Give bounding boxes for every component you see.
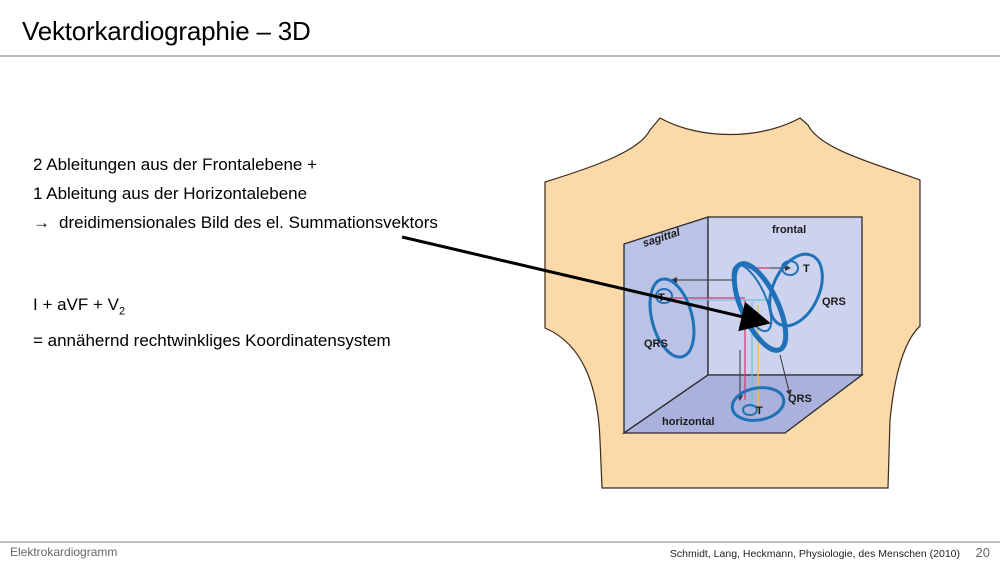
horizontal-plane: [621, 374, 864, 434]
label-frontal: frontal: [772, 224, 806, 236]
footer-divider: [0, 541, 1000, 543]
frontal-loop: [768, 252, 824, 328]
label-t-horizontal: T: [756, 405, 763, 417]
formula-line: I + aVF + V2: [33, 290, 391, 326]
label-qrs-frontal: QRS: [822, 296, 846, 308]
formula-result: = annähernd rechtwinkliges Koordinatensy…: [33, 331, 391, 351]
footer-topic: Elektrokardiogramm: [10, 545, 118, 559]
line-frontal-leads: 2 Ableitungen aus der Frontalebene +: [33, 155, 318, 174]
projection-lines: [671, 265, 792, 401]
formula-main: I + aVF + V: [33, 295, 119, 314]
page-number: 20: [975, 545, 990, 560]
formula-subscript: 2: [119, 305, 126, 318]
label-t-frontal: T: [803, 263, 810, 275]
label-qrs-sagittal: QRS: [644, 338, 668, 350]
horizontal-loop: [730, 386, 786, 422]
header-divider: [0, 55, 1000, 57]
label-horizontal: horizontal: [662, 416, 715, 428]
line-horizontal-lead: 1 Ableitung aus der Horizontalebene: [33, 184, 308, 203]
slide-title: Vektorkardiographie – 3D: [22, 16, 311, 46]
line-result-text: dreidimensionales Bild des el. Summation…: [59, 213, 438, 232]
source-citation: Schmidt, Lang, Heckmann, Physiologie, de…: [669, 548, 960, 560]
bullet-block-formula: I + aVF + V2 = annähernd rechtwinkliges …: [33, 290, 391, 355]
right-arrow-icon: →: [33, 213, 50, 232]
label-qrs-horizontal: QRS: [788, 393, 812, 405]
line-result: → dreidimensionales Bild des el. Summatio…: [33, 208, 438, 237]
pointer-arrow: [401, 235, 771, 332]
bullet-block-leads: 2 Ableitungen aus der Frontalebene + 1 A…: [33, 150, 438, 237]
